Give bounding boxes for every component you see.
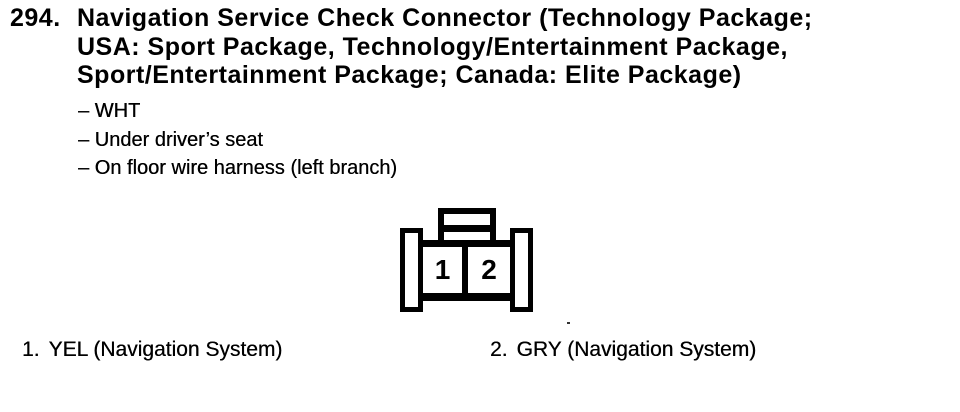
connector-detail-harness: – On floor wire harness (left branch) [78, 157, 398, 180]
cavity-divider [462, 247, 468, 293]
scan-artifact-dot [567, 322, 570, 324]
connector-title-line: USA: Sport Package, Technology/Entertain… [77, 32, 788, 61]
left-mounting-flange [400, 228, 423, 312]
pin-number: 1. [22, 338, 40, 361]
pin-legend-entry: 2. GRY (Navigation System) [490, 337, 756, 363]
connector-details: – WHT – Under driver’s seat – On floor w… [78, 97, 397, 183]
connector-title: Navigation Service Check Connector (Tech… [77, 4, 813, 90]
connector-title-line: Sport/Entertainment Package; Canada: Eli… [77, 61, 742, 90]
pin-description: GRY (Navigation System) [516, 338, 757, 361]
pin-number: 2. [490, 338, 508, 361]
pin-description: YEL (Navigation System) [48, 338, 283, 361]
pin-1-label: 1 [434, 253, 451, 285]
latch-divider-line [444, 225, 490, 232]
connector-detail-color: – WHT [78, 100, 141, 122]
connector-title-line: Navigation Service Check Connector (Tech… [77, 4, 813, 32]
item-number: 294. [10, 4, 61, 32]
right-mounting-flange [510, 228, 533, 312]
connector-detail-location: – Under driver’s seat [78, 128, 263, 151]
pin-legend-entry: 1. YEL (Navigation System) [22, 337, 282, 363]
pin-2-label: 2 [481, 253, 497, 285]
